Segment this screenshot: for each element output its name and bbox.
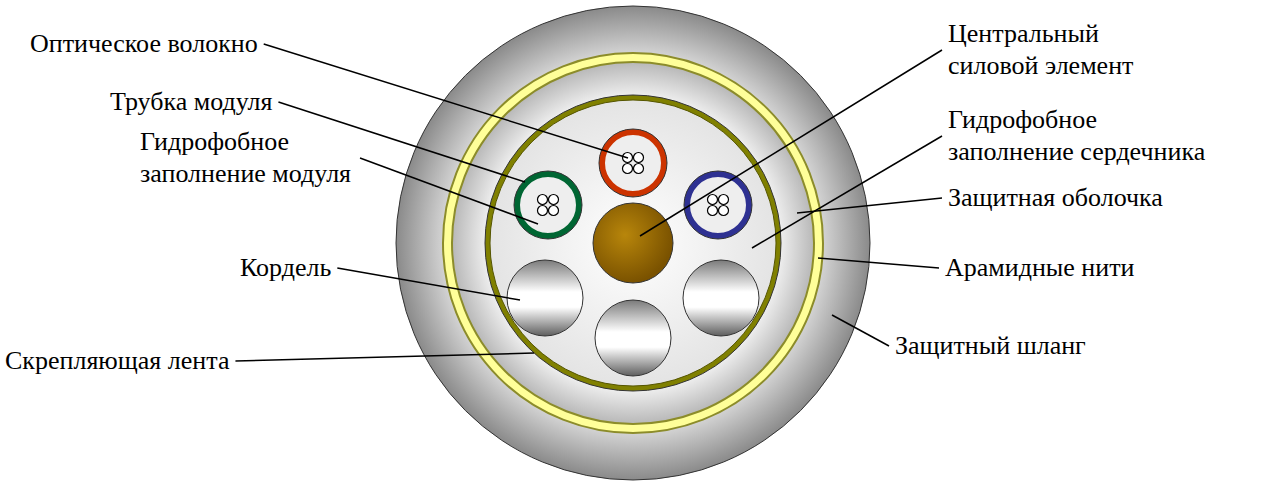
leader-line: [264, 44, 628, 158]
leader-line: [797, 198, 942, 213]
core-filling: [490, 100, 776, 386]
leader-line: [818, 258, 939, 268]
optical-module: [599, 129, 667, 197]
binding-tape: [485, 95, 781, 391]
central-strength-member: [593, 203, 673, 283]
part-label: Кордель: [240, 252, 331, 284]
filler-cord: [595, 300, 671, 376]
optical-module: [684, 171, 752, 239]
part-label: Арамидные нити: [945, 252, 1134, 284]
part-label: Защитный шланг: [895, 330, 1086, 362]
outer-jacket: [396, 6, 870, 480]
aramid-yarn-layer: [443, 53, 823, 433]
leader-line: [337, 268, 520, 300]
part-label: Гидрофобное заполнение сердечника: [948, 104, 1208, 168]
leader-line: [752, 136, 942, 248]
filler-cord: [507, 260, 583, 336]
leader-line: [235, 353, 534, 361]
filler-cord: [683, 260, 759, 336]
leader-line: [832, 315, 889, 346]
part-label: Скрепляющая лента: [5, 345, 229, 377]
part-label: Центральный силовой элемент: [948, 18, 1136, 82]
part-label: Гидрофобное заполнение модуля: [140, 126, 354, 190]
leader-line: [640, 50, 942, 236]
part-label: Оптическое волокно: [30, 28, 258, 60]
part-label: Защитная оболочка: [948, 182, 1163, 214]
leader-line: [360, 158, 538, 224]
part-label: Трубка модуля: [110, 86, 272, 118]
